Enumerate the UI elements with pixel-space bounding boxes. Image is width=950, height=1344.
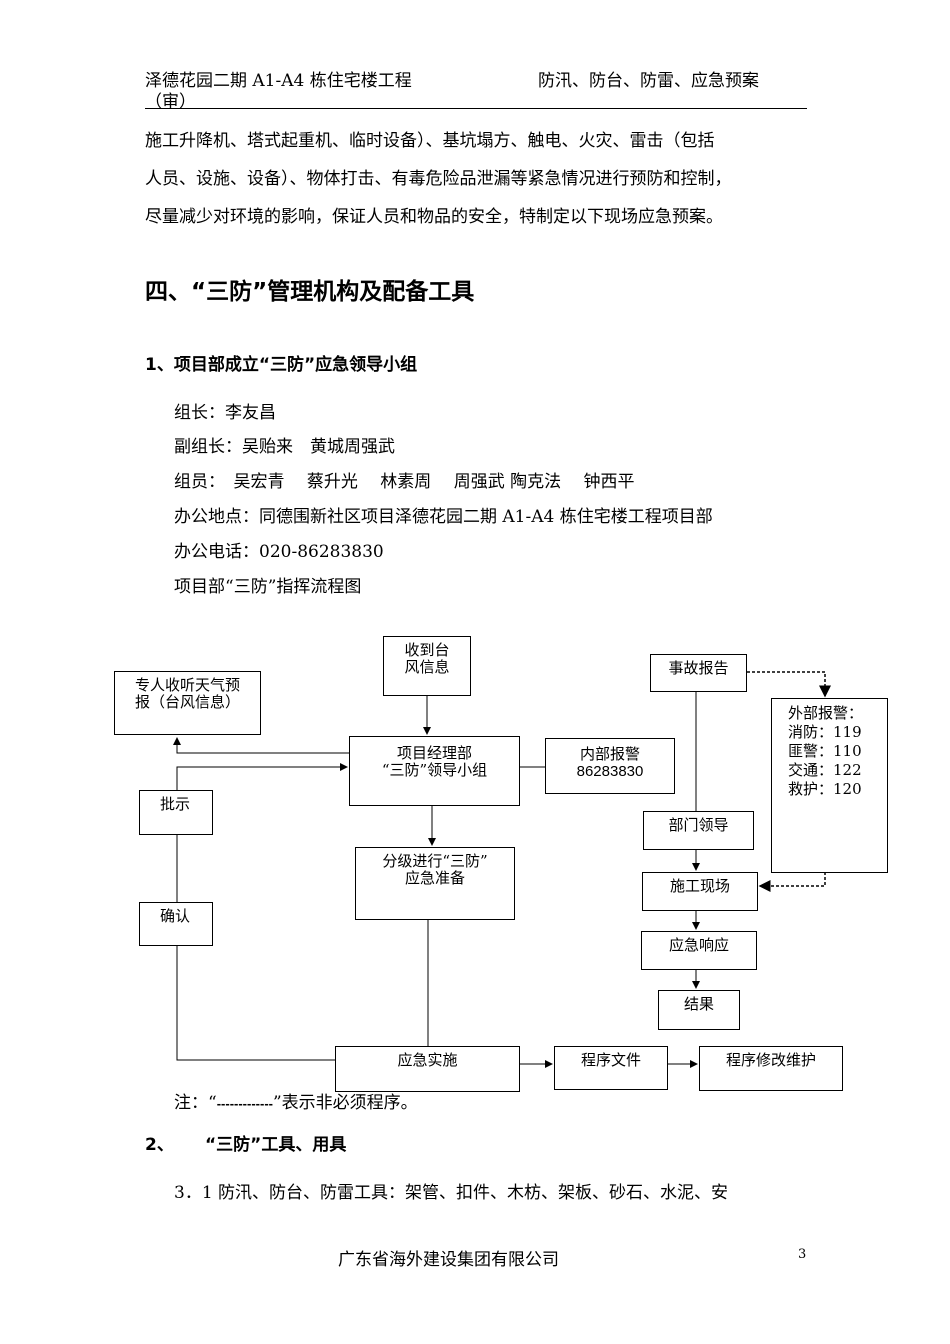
subsection-2-heading: “三防”工具、用具 bbox=[205, 1135, 347, 1155]
dashed-line-symbol: ------------- bbox=[216, 1096, 273, 1111]
dashed-arrow-external-to-site bbox=[758, 857, 826, 892]
group-members: 组员： 吴宏青 蔡升光 林素周 周强武 陶克法 钟西平 bbox=[174, 472, 635, 492]
arrow-group-to-weather bbox=[173, 737, 349, 754]
item-3-1: 3．1 防汛、防台、防雷工具：架管、扣件、木枋、架板、砂石、水泥、安 bbox=[174, 1183, 729, 1203]
box-procedure-revise: 程序修改维护 bbox=[699, 1046, 843, 1091]
subsection-1-heading: 1、项目部成立“三防”应急领导小组 bbox=[145, 355, 418, 375]
group-deputy: 副组长：吴贻来 黄城周强武 bbox=[174, 437, 395, 457]
box-leader-group: 项目经理部“三防”领导小组 bbox=[349, 736, 520, 806]
header-document-title: 防汛、防台、防雷、应急预案 bbox=[538, 71, 759, 91]
group-leader: 组长：李友昌 bbox=[174, 403, 276, 423]
intro-line-3: 尽量减少对环境的影响，保证人员和物品的安全，特制定以下现场应急预案。 bbox=[145, 207, 723, 227]
header-project-title: 泽德花园二期 A1-A4 栋住宅楼工程 bbox=[145, 71, 412, 91]
subsection-2-number: 2、 bbox=[145, 1135, 174, 1155]
header-project-title-suffix: （审） bbox=[145, 92, 196, 112]
box-approve: 批示 bbox=[139, 790, 213, 835]
office-phone: 办公电话：020-86283830 bbox=[174, 542, 384, 562]
footer-company: 广东省海外建设集团有限公司 bbox=[338, 1250, 559, 1270]
box-external-alarm: 外部报警： 消防：119 匪警：110 交通：122 救护：120 bbox=[771, 698, 888, 873]
box-prepare: 分级进行“三防”应急准备 bbox=[355, 847, 515, 920]
header-divider bbox=[145, 108, 807, 109]
line-confirm-implement bbox=[176, 946, 335, 1061]
flowchart-note: 注：“-------------”表示非必须程序。 bbox=[174, 1093, 418, 1113]
box-confirm: 确认 bbox=[139, 902, 213, 946]
intro-line-1: 施工升降机、塔式起重机、临时设备）、基坑塌方、触电、火灾、雷击（包括 bbox=[145, 131, 715, 151]
box-procedure-file: 程序文件 bbox=[554, 1046, 668, 1090]
arrow-approve-to-group bbox=[176, 763, 348, 790]
box-implement: 应急实施 bbox=[335, 1046, 520, 1092]
office-location: 办公地点：同德围新社区项目泽德花园二期 A1-A4 栋住宅楼工程项目部 bbox=[174, 507, 713, 527]
box-accident-report: 事故报告 bbox=[650, 654, 747, 692]
box-weather-forecast: 专人收听天气预报（台风信息） bbox=[114, 671, 261, 735]
box-construction-site: 施工现场 bbox=[642, 872, 758, 911]
box-dept-lead: 部门领导 bbox=[643, 811, 754, 850]
flowchart-title: 项目部“三防”指挥流程图 bbox=[174, 577, 362, 597]
box-typhoon-info: 收到台风信息 bbox=[383, 636, 471, 696]
section-4-heading: 四、“三防”管理机构及配备工具 bbox=[145, 279, 475, 305]
dashed-arrow-report-to-external bbox=[747, 671, 831, 698]
page-number: 3 bbox=[798, 1247, 807, 1262]
intro-line-2: 人员、设施、设备）、物体打击、有毒危险品泄漏等紧急情况进行预防和控制， bbox=[145, 169, 732, 189]
box-emergency-response: 应急响应 bbox=[641, 931, 757, 970]
box-result: 结果 bbox=[658, 990, 740, 1030]
